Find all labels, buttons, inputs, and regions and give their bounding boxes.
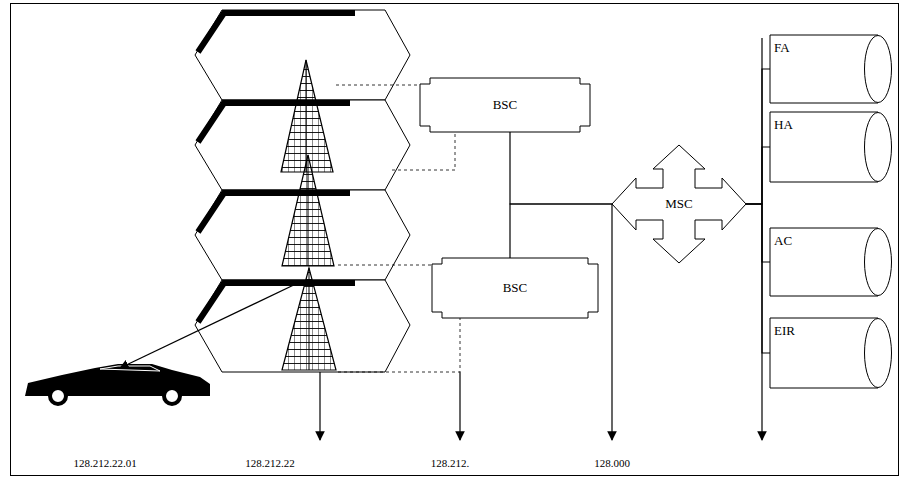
bsc-outline (420, 78, 590, 132)
network-link (510, 132, 612, 204)
ip-address: 128.212. (431, 457, 470, 469)
cell-band (198, 193, 350, 232)
network-link (746, 147, 770, 204)
node-label: BSC (493, 98, 518, 113)
dashed-link (338, 265, 432, 266)
tower-mast (306, 60, 307, 172)
dashed-link (392, 132, 455, 170)
cylinder-body (770, 112, 878, 182)
radio-arrow (120, 282, 300, 368)
dashed-link (336, 85, 420, 86)
address-arrows (320, 38, 762, 440)
antenna-tower (282, 155, 334, 266)
database-cylinder: AC (770, 228, 892, 296)
cylinder-end (865, 319, 892, 388)
network-link (510, 204, 612, 258)
msc-switch: MSC (612, 145, 746, 263)
tower-mast (309, 268, 310, 370)
node-label: AC (774, 234, 792, 249)
node-label: FA (774, 41, 790, 56)
frame (11, 4, 899, 476)
cylinder-body (770, 318, 878, 388)
cylinder-end (865, 113, 892, 182)
network-link (746, 204, 770, 353)
bsc-box: BSC (420, 78, 590, 132)
cell-band (198, 103, 350, 142)
node-label: MSC (665, 197, 692, 212)
ip-address: 128.212.22.01 (73, 457, 136, 469)
address-arrow (611, 204, 612, 440)
node-label: BSC (503, 281, 528, 296)
cell-shadow-bands (198, 13, 355, 322)
network-link (746, 69, 770, 204)
network-link (746, 204, 770, 262)
car-wheel (50, 388, 66, 404)
cylinder-end (865, 229, 892, 296)
antenna-tower (282, 268, 336, 370)
cell-band (198, 283, 355, 322)
cylinder-body (770, 35, 878, 103)
node-label: EIR (774, 324, 795, 339)
antenna-towers (281, 60, 336, 370)
address-arrow (459, 372, 460, 440)
car-wheel (164, 388, 180, 404)
car-window (100, 366, 160, 371)
bsc-outline (432, 258, 598, 318)
dashed-link (338, 318, 460, 372)
database-cylinder: EIR (770, 318, 892, 388)
ip-address: 128.000 (594, 457, 630, 469)
car (25, 364, 210, 404)
cell-hexagons (195, 10, 410, 372)
bsc-box: BSC (432, 258, 598, 318)
tower-mast (308, 155, 309, 266)
cylinder-body (770, 228, 878, 296)
database-cylinder: HA (770, 112, 892, 182)
ip-address: 128.212.22 (245, 457, 295, 469)
cylinder-end (865, 36, 892, 103)
cell-band (198, 13, 355, 52)
four-way-arrow (612, 145, 746, 263)
antenna-tower (281, 60, 333, 172)
database-cylinder: FA (770, 35, 892, 103)
address-arrow (319, 372, 320, 440)
node-label: HA (774, 118, 793, 133)
